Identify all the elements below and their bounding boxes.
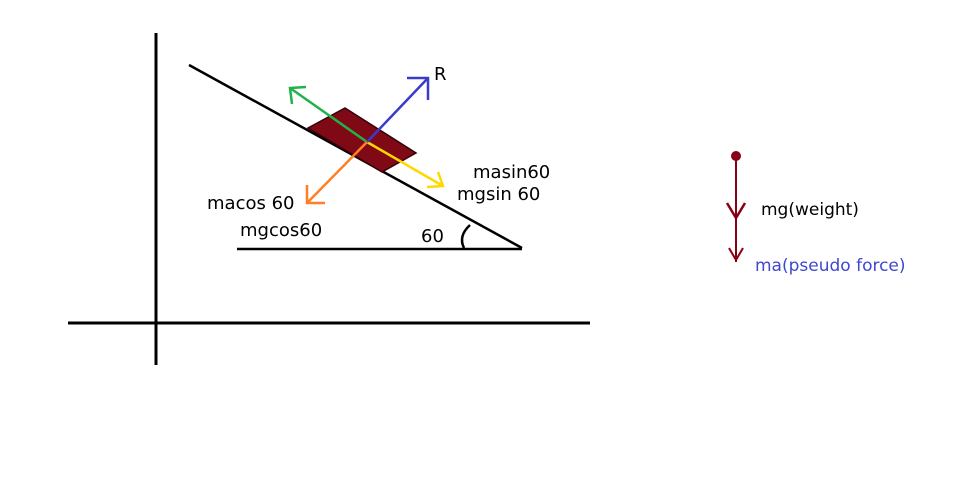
- pseudo-label: ma(pseudo force): [755, 256, 906, 276]
- pseudo-arrowhead: [728, 247, 744, 262]
- angle-arc: [460, 224, 471, 249]
- reaction-force-arrow: [366, 76, 430, 143]
- macos-label: macos 60: [207, 193, 294, 214]
- mgsin-label: mgsin 60: [457, 184, 540, 205]
- green-force-arrow: [288, 85, 368, 144]
- orange-force-arrow: [305, 141, 368, 205]
- reaction-label: R: [434, 64, 447, 85]
- mgcos-label: mgcos60: [240, 220, 322, 241]
- masin-label: masin60: [473, 162, 550, 183]
- yellow-force-arrow: [366, 140, 445, 189]
- free-body-diagram: [725, 151, 747, 262]
- weight-label: mg(weight): [761, 200, 859, 220]
- weight-arrowhead: [725, 202, 747, 221]
- angle-label: 60: [421, 226, 444, 247]
